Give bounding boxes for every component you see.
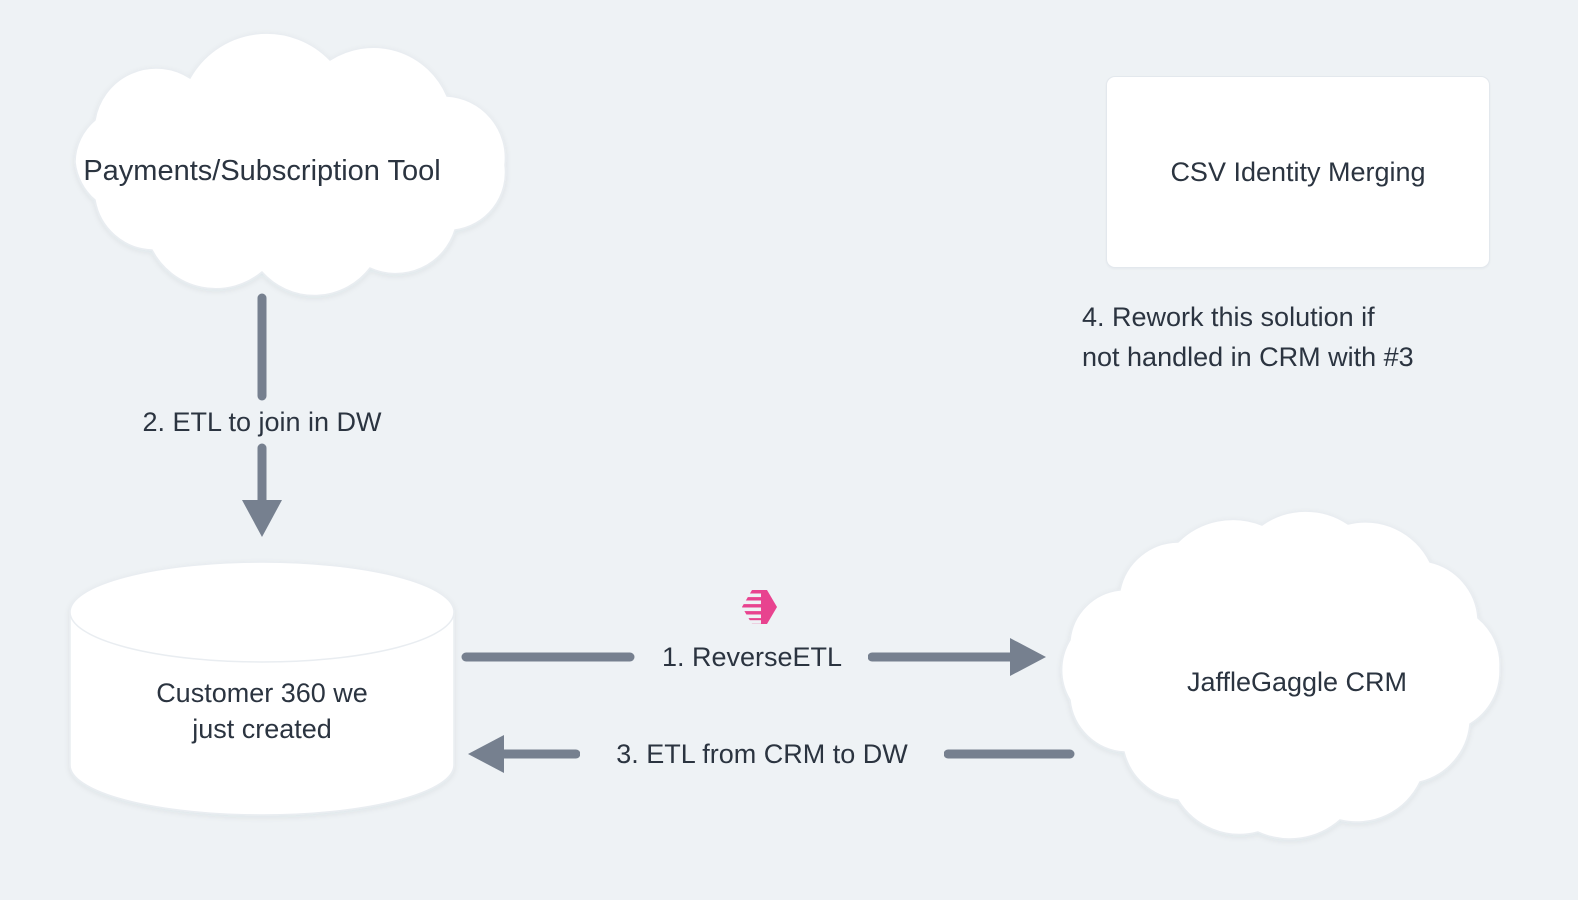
rework-note-text: 4. Rework this solution if not handled i… <box>1082 302 1414 372</box>
edge-label-etl-join-dw: 2. ETL to join in DW <box>112 404 412 441</box>
warehouse-cylinder-shape[interactable] <box>69 561 455 816</box>
csv-identity-merging-box[interactable]: CSV Identity Merging <box>1106 76 1490 268</box>
warehouse-cylinder-label: Customer 360 we just created <box>156 678 368 745</box>
edge-label-reverse-etl: 1. ReverseETL <box>636 639 868 676</box>
crm-cloud-shape[interactable] <box>1060 510 1501 840</box>
csv-box-label: CSV Identity Merging <box>1170 156 1426 187</box>
crm-cloud-label: JaffleGaggle CRM <box>1186 667 1408 697</box>
payments-cloud-label: Payments/Subscription Tool <box>83 155 441 187</box>
edge-label-etl-crm-to-dw: 3. ETL from CRM to DW <box>580 736 944 773</box>
hightouch-logo-icon <box>733 586 783 628</box>
payments-cloud-shape[interactable] <box>74 32 507 297</box>
